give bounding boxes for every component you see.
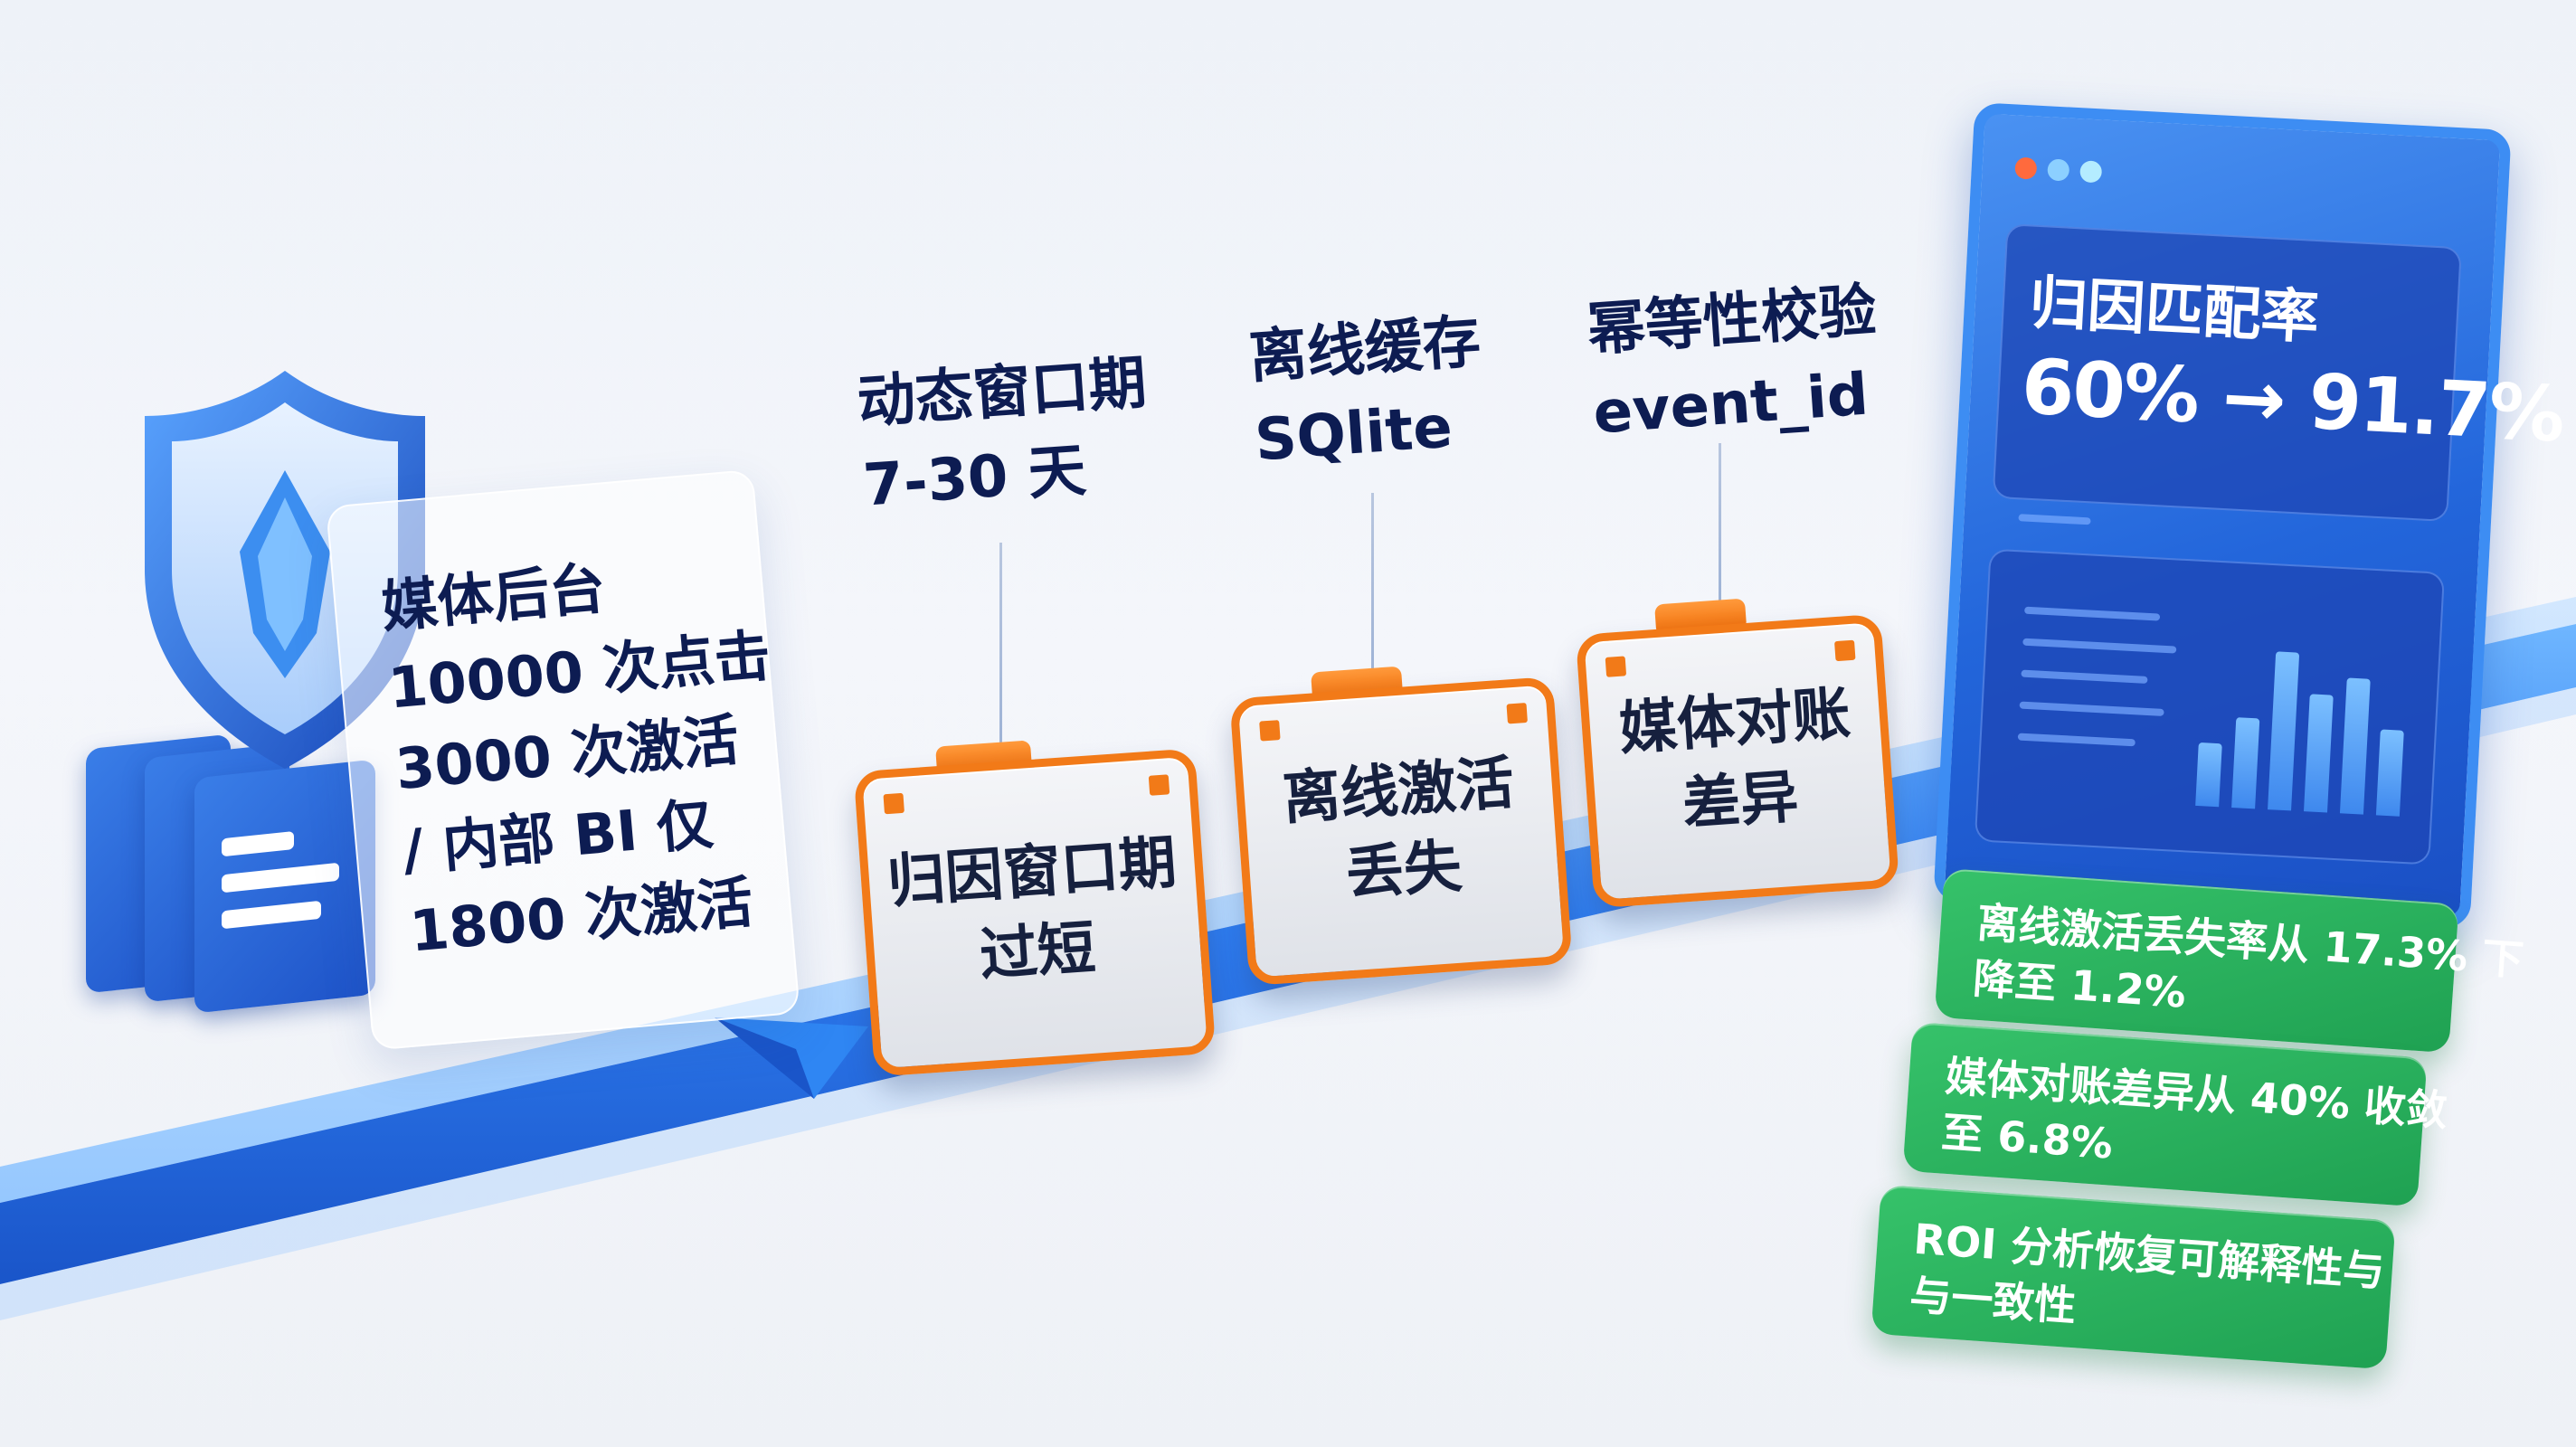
chart-panel (1974, 548, 2446, 865)
list-line (2022, 638, 2177, 654)
callout-line: 离线缓存 (1246, 308, 1483, 392)
list-line (2017, 733, 2136, 747)
problem-card-line: 丢失 (1343, 833, 1464, 909)
metric-title: 归因匹配率 (2028, 270, 2321, 353)
bar-chart-icon (2195, 625, 2412, 817)
callout-line: SQlite (1253, 393, 1455, 475)
problem-card-media-reconciliation: 媒体对账 差异 (1575, 613, 1900, 909)
list-line (2019, 701, 2164, 716)
callout-offline-cache: 离线缓存 SQlite (1246, 300, 1489, 482)
list-line (2024, 606, 2161, 621)
problem-card-line: 归因窗口期 (885, 829, 1179, 917)
leader-line (1719, 443, 1721, 601)
metrics-monitor: 归因匹配率 60% → 91.7% (1933, 102, 2565, 929)
arrow-head-icon (715, 1017, 868, 1099)
leader-line (999, 543, 1002, 746)
list-line (2021, 669, 2148, 684)
stack-card-front (194, 759, 375, 1014)
problem-card-line: 媒体对账 (1616, 679, 1853, 763)
callout-idempotency: 幂等性校验 event_id (1585, 270, 1885, 456)
problem-card-attribution-window: 归因窗口期 过短 (853, 748, 1217, 1077)
window-dot-blue (2047, 158, 2070, 182)
problem-card-line: 离线激活 (1280, 750, 1517, 833)
problem-card-line: 差异 (1680, 763, 1801, 838)
callout-dynamic-window: 动态窗口期 7-30 天 (855, 342, 1155, 528)
window-dot-red (2014, 156, 2038, 180)
leader-line (1371, 493, 1374, 674)
metric-underline (2018, 514, 2091, 525)
problem-card-line: 过短 (977, 914, 1098, 990)
window-dot-cyan (2079, 160, 2103, 184)
problem-card-offline-activation: 离线激活 丢失 (1229, 676, 1573, 987)
source-data-card: 媒体后台 10000 次点击 3000 次激活 / 内部 BI 仅 1800 次… (326, 468, 800, 1051)
